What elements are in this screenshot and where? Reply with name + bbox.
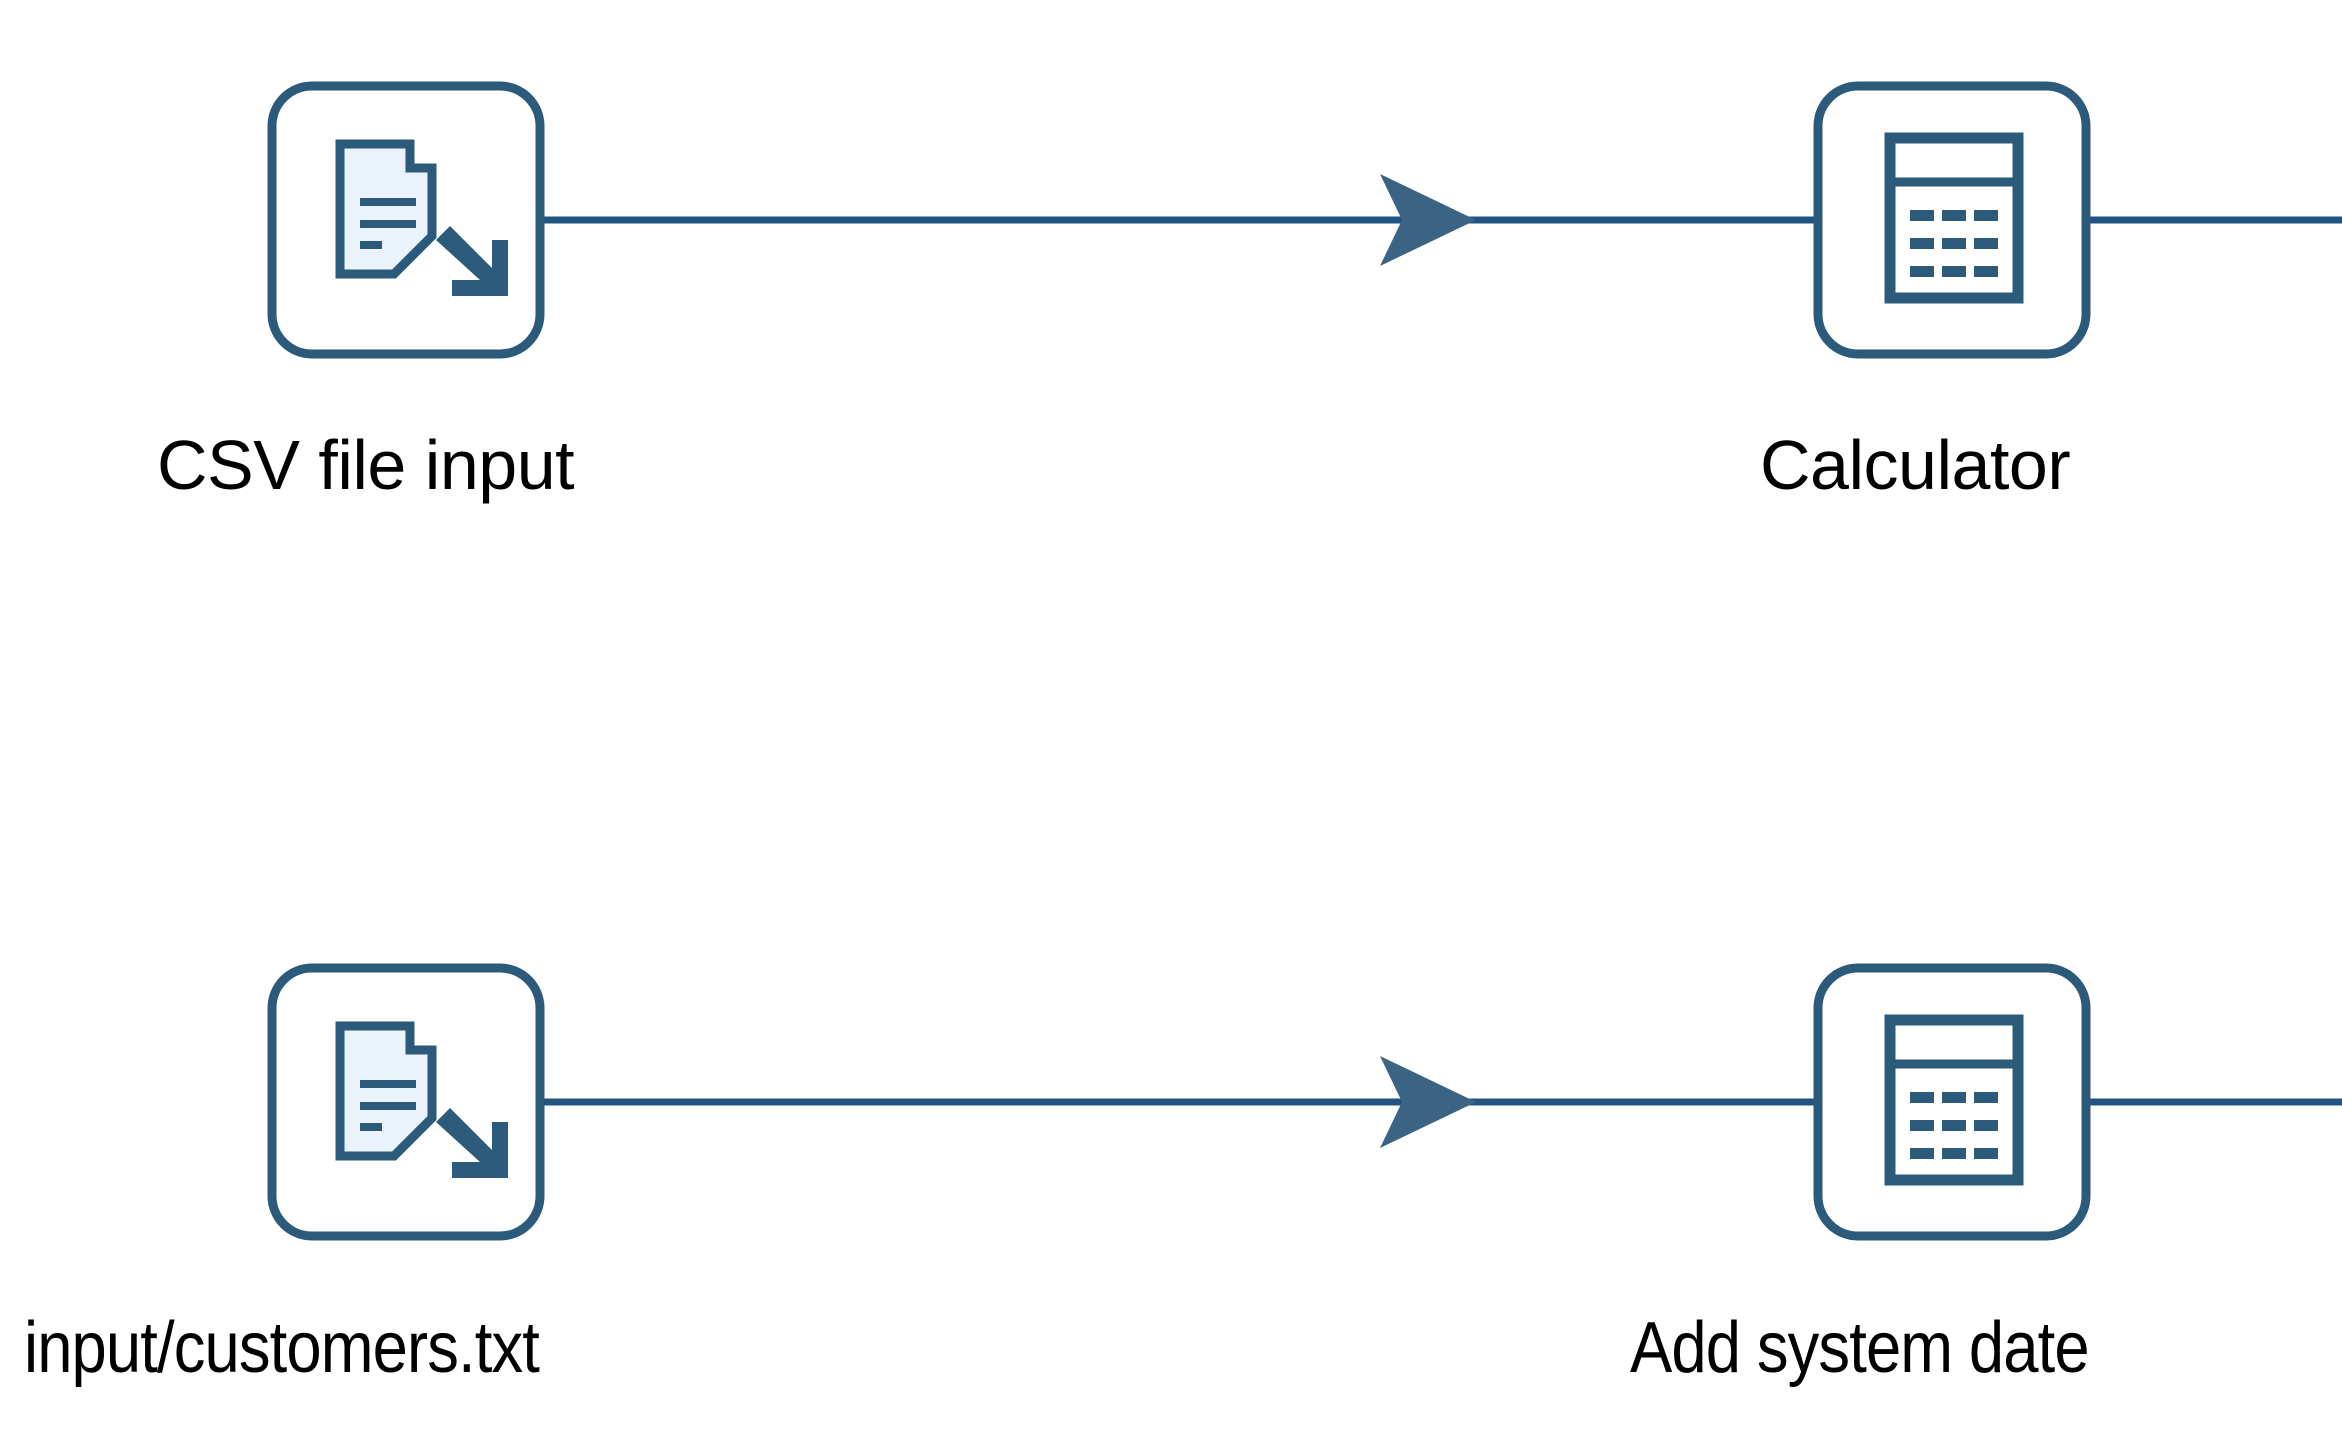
node-label-add-system-date: Add system date: [1630, 1308, 2090, 1388]
node-label-input-customers-txt: input/customers.txt: [24, 1308, 540, 1388]
connector-customers-to-add-system-date: [540, 1056, 1818, 1148]
node-csv-file-input[interactable]: [267, 81, 545, 359]
connector-csv-to-calculator: [540, 174, 1818, 266]
node-label-calculator: Calculator: [1760, 426, 2071, 504]
node-label-csv-file-input: CSV file input: [157, 426, 575, 504]
node-input-customers-txt[interactable]: [267, 963, 545, 1241]
node-add-system-date[interactable]: [1813, 963, 2091, 1241]
node-calculator[interactable]: [1813, 81, 2091, 359]
